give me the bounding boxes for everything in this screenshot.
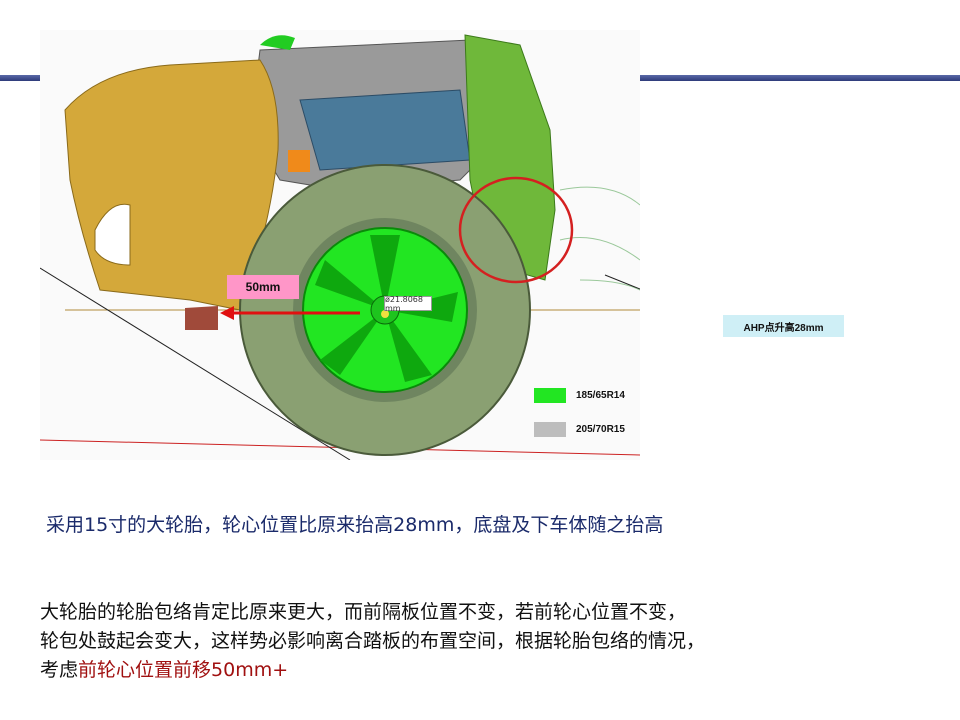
legend-label: 185/65R14 (576, 390, 625, 401)
body-line-2: 轮包处鼓起会变大，这样势必影响离合踏板的布置空间，根据轮胎包络的情况， (40, 630, 706, 652)
body-line-1: 大轮胎的轮胎包络肯定比原来更大，而前隔板位置不变，若前轮心位置不变， (40, 601, 687, 623)
orange-component (288, 150, 310, 172)
body-paragraph: 大轮胎的轮胎包络肯定比原来更大，而前隔板位置不变，若前轮心位置不变， 轮包处鼓起… (40, 598, 705, 685)
measure-tag: ø21.8068 mm (384, 295, 432, 313)
radiator-hose (260, 35, 295, 50)
legend-swatch-green (534, 388, 566, 403)
bumper-vent (94, 203, 131, 266)
body-line-3-prefix: 考虑 (40, 659, 79, 681)
legend-item-15inch: 205/70R15 (534, 422, 625, 437)
hub-center (381, 310, 389, 318)
ahp-callout: AHP点升高28mm (723, 315, 844, 337)
legend-label: 205/70R15 (576, 424, 625, 435)
rim-spokes (315, 235, 458, 382)
dimension-callout: 50mm (227, 275, 299, 299)
intake-manifold (299, 89, 471, 171)
dimension-arrowhead (220, 306, 234, 320)
body-line-3: 考虑前轮心位置前移50mm+ (40, 656, 705, 685)
highlight-text: 前轮心位置前移50mm+ (78, 659, 289, 681)
outline-sketch (559, 186, 640, 291)
legend-item-14inch: 185/65R14 (534, 388, 625, 403)
diagonal-line (40, 267, 351, 460)
highlight-circle (458, 176, 574, 284)
bumper-bracket (185, 306, 218, 330)
caption-text: 采用15寸的大轮胎，轮心位置比原来抬高28mm，底盘及下车体随之抬高 (46, 514, 664, 536)
header-bar-left (0, 75, 42, 81)
legend-swatch-gray (534, 422, 566, 437)
header-bar-right (640, 75, 960, 81)
ahp-leader-line (604, 274, 640, 290)
